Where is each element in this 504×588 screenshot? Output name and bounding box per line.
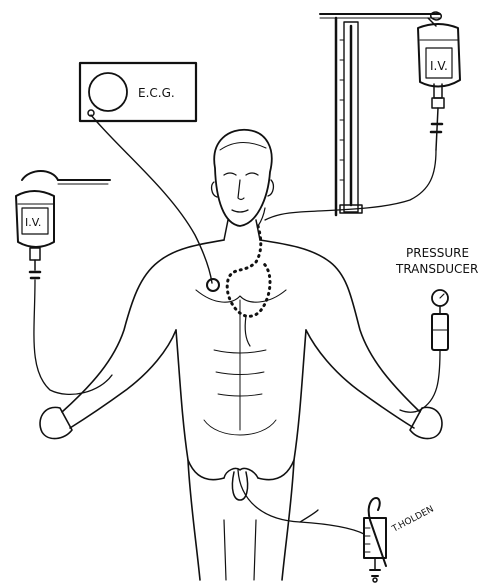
central-venous-catheter bbox=[227, 226, 270, 316]
iv-left-label: I.V. bbox=[25, 216, 41, 229]
iv-right-label: I.V. bbox=[430, 59, 448, 73]
pressure-label-line2: TRANSDUCER bbox=[395, 262, 478, 276]
ecg-label: E.C.G. bbox=[138, 86, 175, 100]
venous-pressure-manometer bbox=[320, 14, 440, 215]
artist-signature: T.HOLDEN bbox=[390, 504, 436, 535]
iv-bag-right: I.V. bbox=[265, 12, 460, 220]
left-fist bbox=[40, 407, 72, 438]
chest-electrode bbox=[207, 279, 219, 291]
ecg-lead-wire bbox=[91, 115, 212, 283]
urine-collection-bag bbox=[238, 470, 386, 582]
pressure-label-line1: PRESSURE bbox=[406, 246, 469, 260]
ecg-screen bbox=[89, 73, 127, 111]
ecg-monitor: E.C.G. bbox=[80, 63, 196, 121]
iv-bag-left: I.V. bbox=[16, 171, 112, 394]
patient-figure bbox=[40, 130, 442, 580]
pressure-transducer: PRESSURE TRANSDUCER bbox=[395, 246, 478, 412]
